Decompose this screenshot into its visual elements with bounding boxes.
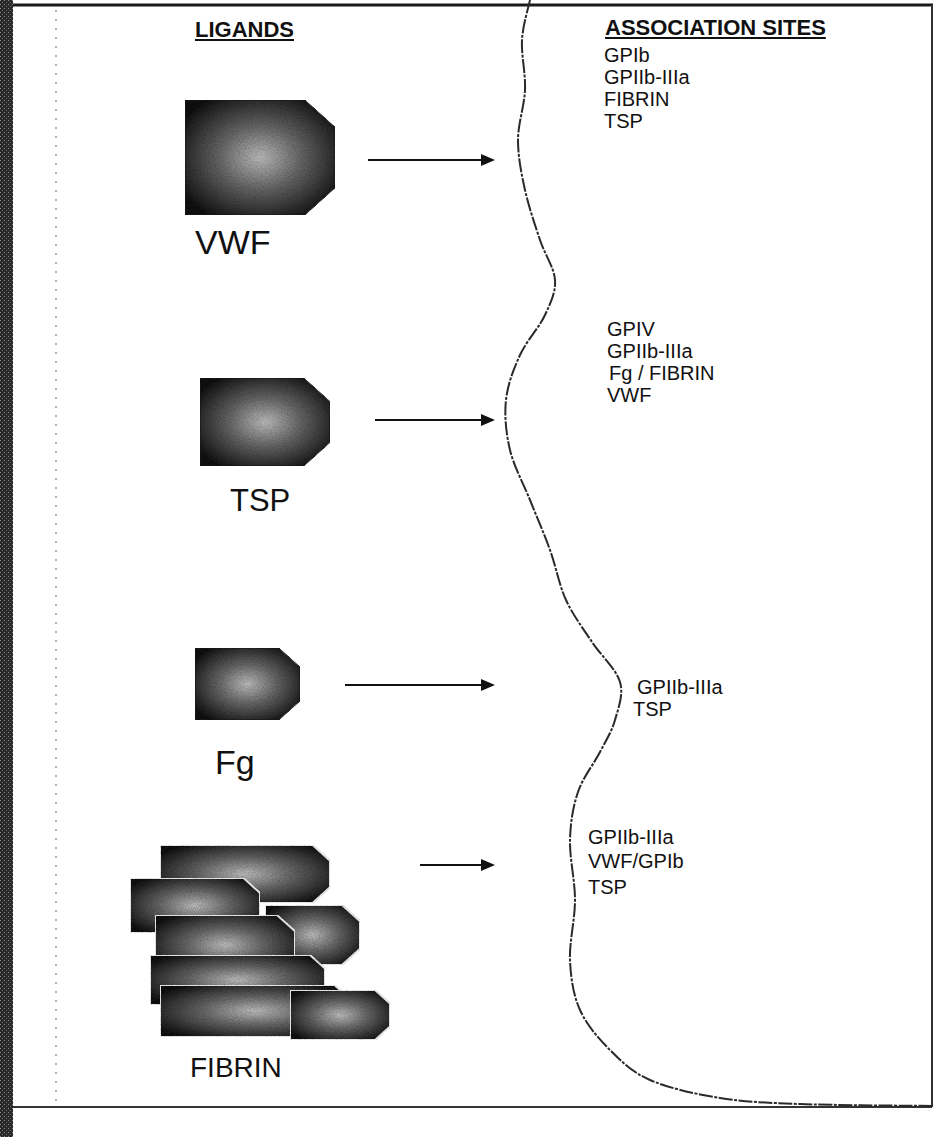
association-site: Fg / FIBRIN: [609, 362, 715, 384]
ligand-shape: [185, 100, 335, 215]
site-slot: GPIIb-IIIa: [637, 676, 723, 698]
association-site: GPIIb-IIIa: [588, 826, 674, 848]
association-site: GPIIb-IIIa: [637, 676, 723, 698]
ligand-shape: [195, 648, 300, 720]
site-slot: GPIIb-IIIa: [604, 66, 690, 88]
site-slot: Fg / FIBRIN: [609, 362, 715, 384]
arrow-head: [481, 154, 495, 166]
site-slot: GPIb: [604, 44, 650, 66]
arrow-head: [481, 679, 495, 691]
ligand-block: [290, 990, 390, 1040]
ligand-shape: [200, 378, 330, 466]
ligand-node: TSP: [200, 378, 375, 523]
site-slot: GPIIb-IIIa: [588, 826, 674, 848]
site-slot: GPIV: [607, 318, 655, 340]
connector-arrow: [420, 859, 495, 871]
connector-arrow: [368, 154, 495, 166]
association-site: GPIIb-IIIa: [604, 66, 690, 88]
dotted-guide: [55, 10, 57, 1105]
association-region: ASSOCIATION SITESGPIbGPIIb-IIIaFIBRINTSP…: [495, 0, 936, 1110]
arrow-head: [481, 414, 495, 426]
association-site: TSP: [588, 876, 627, 898]
ligand-shape: [130, 843, 390, 1040]
association-site: FIBRIN: [604, 88, 670, 110]
arrow-shaft: [420, 864, 482, 866]
association-site: GPIV: [607, 318, 655, 340]
arrow-shaft: [345, 684, 482, 686]
arrow-shaft: [368, 159, 482, 161]
site-slot: GPIIb-IIIa: [607, 340, 693, 362]
connector-arrow: [375, 414, 495, 426]
site-slot: ASSOCIATION SITES: [605, 16, 826, 40]
site-slot: VWF: [607, 384, 651, 406]
ligand-block: [185, 100, 335, 215]
ligand-node: FIBRIN: [130, 843, 420, 1088]
ligand-node: VWF: [185, 100, 368, 266]
ligand-block: [200, 378, 330, 466]
ligand-label-slot: TSP: [230, 484, 290, 518]
association-site: GPIIb-IIIa: [607, 340, 693, 362]
site-slot: TSP: [604, 110, 643, 132]
frame-bottom: [13, 1106, 932, 1108]
association-site: GPIb: [604, 44, 650, 66]
column-heading: ASSOCIATION SITES: [605, 16, 826, 40]
site-slot: VWF/GPIb: [588, 850, 684, 872]
association-site: TSP: [604, 110, 643, 132]
association-site: VWF: [607, 384, 651, 406]
site-slot: FIBRIN: [604, 88, 670, 110]
ligand-label-slot: Fg: [215, 744, 255, 781]
ligand-label: VWF: [195, 224, 271, 261]
wavy-border: [505, 0, 933, 1106]
left-band: [0, 0, 13, 1137]
arrow-head: [481, 859, 495, 871]
membrane-outline: [495, 0, 936, 1110]
arrow-shaft: [375, 419, 482, 421]
column-heading: LIGANDS: [195, 18, 294, 42]
ligand-node: Fg: [195, 648, 345, 786]
connector-arrow: [345, 679, 495, 691]
ligand-label-slot: FIBRIN: [190, 1053, 282, 1084]
label-slot: LIGANDS: [195, 18, 294, 42]
site-slot: TSP: [633, 698, 672, 720]
association-site: VWF/GPIb: [588, 850, 684, 872]
frame-right: [931, 5, 933, 1107]
association-site: TSP: [633, 698, 672, 720]
ligand-label: FIBRIN: [190, 1053, 282, 1084]
ligand-block: [195, 648, 300, 720]
ligand-label: Fg: [215, 744, 255, 781]
site-slot: TSP: [588, 876, 627, 898]
ligand-label: TSP: [230, 484, 290, 518]
ligand-label-slot: VWF: [195, 224, 271, 261]
frame-top: [13, 4, 933, 7]
